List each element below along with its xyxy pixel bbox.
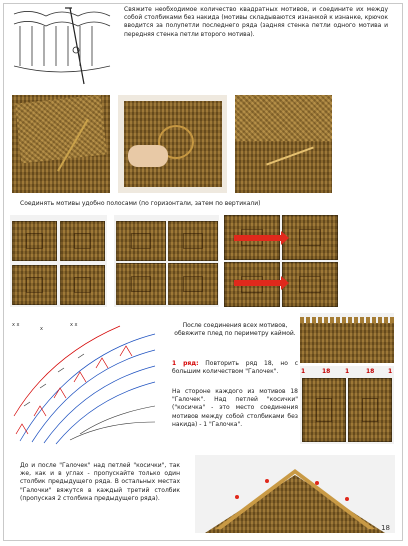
photo-strips-2 xyxy=(114,215,219,307)
bottom-paragraph: До и после "Галочек" над петлей "косички… xyxy=(20,462,180,502)
row1-paragraph: 1 ряд: Повторить ряд 18, но с большим ко… xyxy=(172,360,298,376)
svg-text:x: x xyxy=(40,326,43,332)
arrow-right-icon xyxy=(234,231,289,245)
svg-text:x x: x x xyxy=(12,322,20,328)
strips-caption: Соединять мотивы удобно полосами (по гор… xyxy=(20,200,261,207)
after-join-paragraph: После соединения всех мотивов, обвяжите … xyxy=(174,322,296,338)
count-label: 1 xyxy=(345,368,350,375)
photo-join-step-3 xyxy=(235,95,332,193)
row1-text: Повторить ряд 18, но с большим количеств… xyxy=(172,360,299,376)
page-number: 18 xyxy=(381,524,390,532)
count-label: 18 xyxy=(366,368,375,375)
arrow-right-icon xyxy=(234,276,289,290)
photo-corner-border xyxy=(195,455,395,533)
row1-label: 1 ряд: xyxy=(172,360,199,367)
photo-strips-3 xyxy=(224,215,338,307)
photo-border-squares xyxy=(300,366,394,444)
photo-strips-1 xyxy=(10,215,107,307)
intro-paragraph: Свяжите необходимое количество квадратны… xyxy=(124,6,388,38)
crochet-border-chart: x xxx x xyxy=(12,322,156,445)
side-paragraph: На стороне каждого из мотивов 18 "Галоче… xyxy=(172,388,298,428)
crochet-join-diagram xyxy=(13,7,111,85)
photo-border-edge xyxy=(300,313,394,363)
svg-text:x x: x x xyxy=(70,322,78,328)
count-label: 1 xyxy=(301,368,306,375)
page-frame xyxy=(3,3,403,541)
count-label: 1 xyxy=(388,368,393,375)
count-label: 18 xyxy=(322,368,331,375)
photo-join-step-1 xyxy=(12,95,110,193)
photo-join-step-2 xyxy=(118,95,227,193)
